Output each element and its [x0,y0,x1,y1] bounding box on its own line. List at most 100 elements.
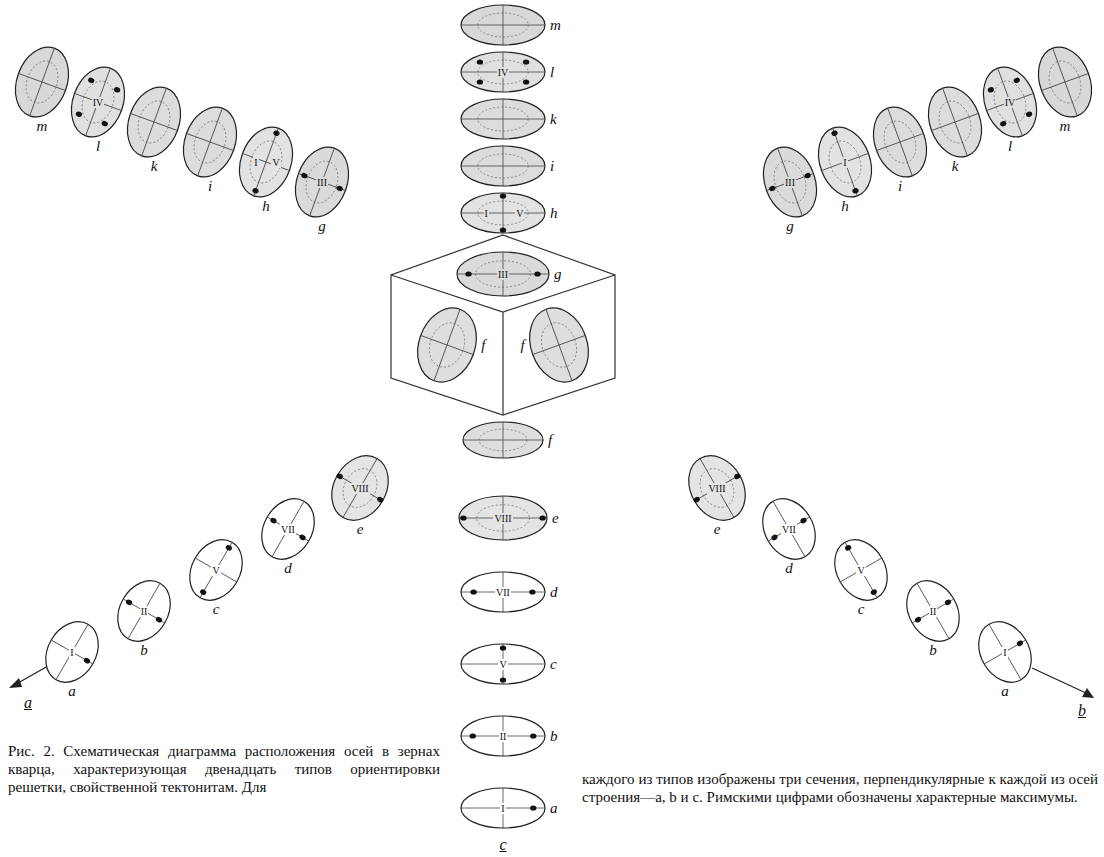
section-diameter [989,624,1021,679]
section-ellipse [974,60,1046,145]
section-diameter [86,68,111,136]
section-ellipse [230,120,302,205]
axis-label: c [499,836,506,854]
type-letter: m [549,17,562,34]
section-diameter [198,108,223,176]
section-diameter [768,517,810,541]
type-letter: b [139,642,149,659]
section-group [677,445,757,530]
maximum-dot [477,79,483,84]
maximum-dot [500,677,506,682]
section-diameter [128,583,160,638]
maximum-dot [987,86,995,93]
type-letter: b [549,728,559,745]
section-outline [930,86,980,158]
section-group [754,140,826,225]
axis-label: a [24,694,32,712]
stereonet-section: k [930,86,980,158]
section-group [107,571,181,650]
section-ellipse [174,100,246,185]
type-letter: l [95,138,101,155]
stereonet-section: VIIIe [691,454,743,522]
stereonet-section: VIId [765,497,813,561]
maximum-numeral: I [1002,647,1007,658]
section-ellipse [459,496,547,540]
section-group [461,716,545,756]
section-group [461,193,545,233]
type-letter: f [547,432,553,449]
section-outline [1040,46,1090,118]
type-letter: c [857,601,866,618]
stereonet-section: Vc [192,538,240,602]
maximum-dot [844,544,852,552]
section-diameter [51,640,93,664]
section-ellipse [118,80,190,165]
maximum-dot [113,86,121,93]
section-group [461,788,545,828]
type-letter: f [519,337,525,354]
type-letter: a [1000,683,1010,700]
maximum-numeral: IV [1004,97,1017,108]
stereonet-section: IIb [120,579,168,643]
section-outline [461,146,545,186]
stereonet-section: Vc [461,644,545,684]
section-diameter [546,309,572,380]
section-group [230,120,302,205]
maximum-dot [470,589,476,594]
type-letter: i [897,178,903,195]
section-outline [461,99,545,139]
stereonet-section: IIb [461,716,545,756]
stereonet-section: IVl [985,66,1035,138]
section-diameter [984,640,1026,664]
type-letter: d [283,560,293,577]
maximum-dot [944,599,952,607]
maximum-dot [269,517,277,525]
maximum-numeral: II [140,606,149,617]
section-outline [241,126,291,198]
section-group [809,120,881,205]
stereonet-section: i [461,146,545,186]
type-letter: e [356,521,365,538]
type-letter: b [928,642,938,659]
section-group [463,422,543,458]
section-group [6,40,78,125]
section-group [1029,40,1101,125]
type-letter: g [553,266,563,283]
section-outline [875,106,925,178]
section-ellipse [461,716,545,756]
stereonet-section: VIId [264,497,312,561]
axis-arrowhead [1082,688,1094,698]
maximum-numeral: I [484,208,489,219]
maximum-dot [693,496,701,504]
section-ellipse [286,140,358,225]
section-ellipse [35,612,109,691]
stereonet-section: IIb [909,579,957,643]
section-ellipse [809,120,881,205]
maximum-dot [83,657,91,665]
section-diameter [30,48,55,116]
section-group [179,530,253,609]
section-diameter [142,88,167,156]
type-letter: e [713,521,722,538]
section-diameter [503,5,504,45]
section-group [320,445,400,530]
maximum-dot [75,111,83,118]
section-diameter [195,558,237,582]
maximum-dot [999,120,1007,127]
stereonet-section: VIIIe [459,496,547,540]
maximum-dot [770,534,778,542]
section-group [457,252,549,296]
maximum-numeral: V [498,659,507,670]
stereonet-section: k [461,99,545,139]
type-letter: c [549,656,558,673]
stereonet-section: IVh [461,193,545,233]
maximum-dot [376,496,384,504]
type-letter: h [261,198,271,215]
section-group [62,60,134,145]
section-diameter [943,88,968,156]
stereonet-section: Ia [461,788,545,828]
section-diameter [267,517,309,541]
section-diameter [310,148,335,216]
section-diameter [503,193,504,233]
